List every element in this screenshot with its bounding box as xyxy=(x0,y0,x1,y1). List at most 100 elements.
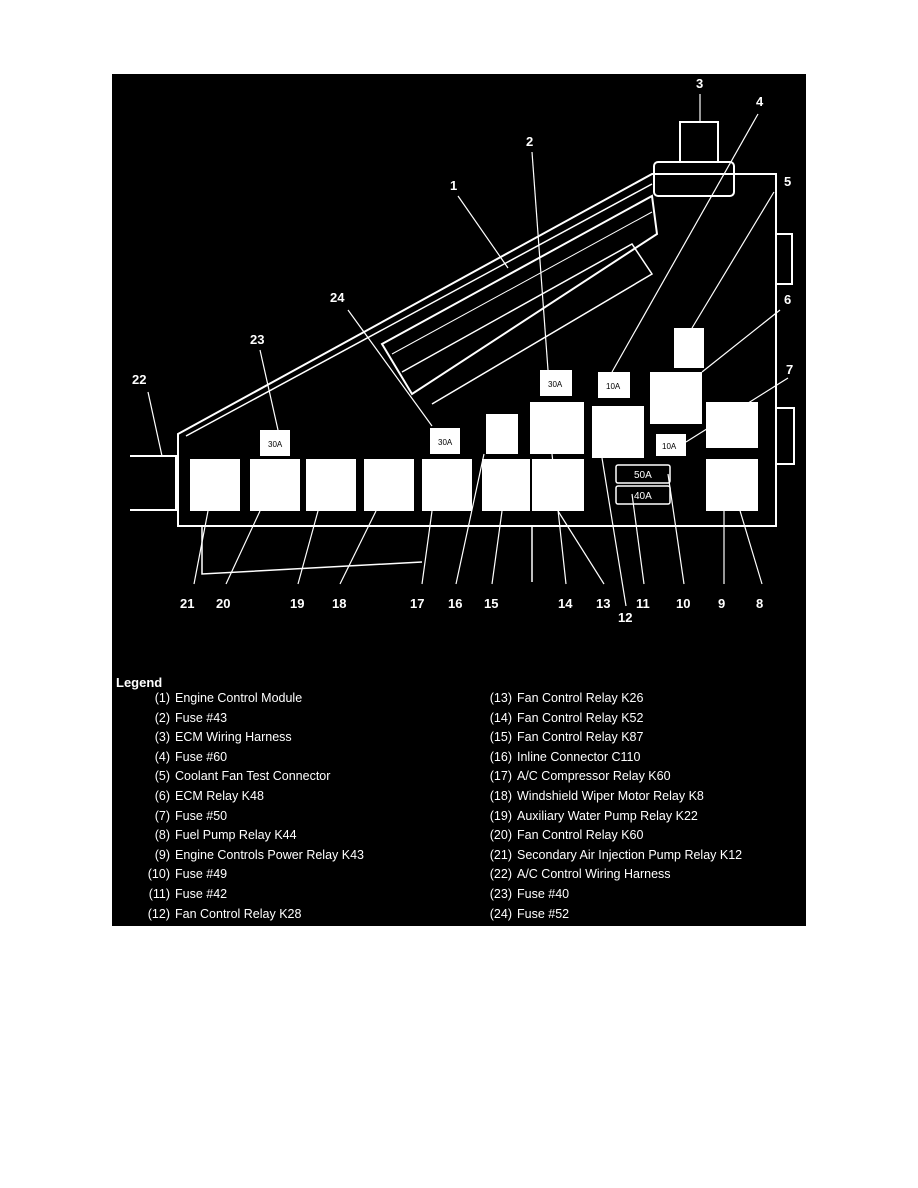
callout-10: 10 xyxy=(676,596,690,611)
legend-item: (17) A/C Compressor Relay K60 xyxy=(486,768,671,784)
legend-item-text: ECM Relay K48 xyxy=(175,789,264,803)
legend-item-text: Secondary Air Injection Pump Relay K12 xyxy=(517,847,743,862)
callout-11: 11 xyxy=(636,596,650,611)
fuse-label-4: 10A xyxy=(606,382,621,391)
callout-2: 2 xyxy=(526,134,533,149)
legend-item: (12)Fan Control Relay K28 xyxy=(112,906,302,922)
legend-item-text: Fan Control Relay K28 xyxy=(175,906,302,921)
relay-19 xyxy=(306,459,356,511)
legend-item-text: Windshield Wiper Motor Relay K8 xyxy=(517,789,704,803)
legend-item: (23) Fuse #40 xyxy=(486,886,569,902)
legend-item-text: A/C Compressor Relay K60 xyxy=(517,769,671,784)
legend-item-text: Fuel Pump Relay K44 xyxy=(175,828,297,843)
legend-item-number: (14) xyxy=(489,710,512,725)
callout-9: 9 xyxy=(718,596,725,611)
legend-item: (18) Windshield Wiper Motor Relay K8 xyxy=(486,788,704,804)
legend-item-number: (8) xyxy=(154,828,170,843)
legend: Legend (1)Engine Control Module(2)Fuse #… xyxy=(112,74,806,926)
callout-22: 22 xyxy=(132,372,146,387)
fuse-label-2: 30A xyxy=(548,380,563,389)
legend-item: (7) Fuse #50 xyxy=(112,808,227,824)
legend-item-text: Fan Control Relay K60 xyxy=(517,828,644,843)
legend-item-text: Engine Controls Power Relay K43 xyxy=(175,847,364,862)
legend-item: (19) Auxiliary Water Pump Relay K22 xyxy=(486,808,698,824)
callout-23: 23 xyxy=(250,332,264,347)
callout-1: 1 xyxy=(450,178,457,193)
legend-item: (22) A/C Control Wiring Harness xyxy=(486,866,671,882)
legend-item: (24)Fuse #52 xyxy=(486,906,569,922)
relay-15 xyxy=(482,459,530,511)
legend-item-number: (9) xyxy=(154,847,170,862)
legend-item-number: (22) xyxy=(489,867,512,882)
callout-4: 4 xyxy=(756,94,764,109)
maxi-fuse-label-10: 50A xyxy=(634,470,652,481)
legend-item: (3)ECM Wiring Harness xyxy=(112,729,292,745)
housing-outline xyxy=(177,173,777,527)
legend-item-text: Fuse #52 xyxy=(517,906,570,921)
legend-item-number: (10) xyxy=(147,867,170,882)
callout-20: 20 xyxy=(216,596,230,611)
relay-21 xyxy=(190,459,240,511)
legend-item: (9) Engine Controls Power Relay K43 xyxy=(112,847,364,863)
callout-5: 5 xyxy=(784,174,791,189)
relay-13 xyxy=(532,459,584,511)
legend-item-text: Fuse #40 xyxy=(517,887,570,901)
legend-item-text: Fuse #50 xyxy=(175,808,228,823)
legend-item-text: Auxiliary Water Pump Relay K22 xyxy=(517,808,698,823)
legend-item-number: (18) xyxy=(489,789,512,803)
legend-item-number: (13) xyxy=(489,691,512,705)
legend-item: (5)Coolant Fan Test Connector xyxy=(112,768,331,784)
maxi-fuse-label-11: 40A xyxy=(634,491,652,502)
legend-item-number: (15) xyxy=(489,730,512,745)
legend-item-number: (16) xyxy=(489,749,512,764)
fuse-block-diagram: 30A 30A 30A 10A 10A 50A 40A xyxy=(112,74,806,926)
legend-item: (20)Fan Control Relay K60 xyxy=(486,827,644,843)
callout-17: 17 xyxy=(410,596,424,611)
callout-numbers: 1 2 3 4 5 6 7 8 9 10 11 12 13 14 15 16 1… xyxy=(132,76,793,625)
relay-18 xyxy=(364,459,414,511)
relay-8 xyxy=(706,402,758,448)
relay-20 xyxy=(250,459,300,511)
callout-8: 8 xyxy=(756,596,763,611)
legend-item-number: (7) xyxy=(154,808,170,823)
fuse-label-24: 30A xyxy=(438,438,453,447)
legend-item-text: Fuse #60 xyxy=(175,749,228,764)
fuse-label-23: 30A xyxy=(268,440,283,449)
legend-item-text: Fan Control Relay K26 xyxy=(517,691,644,705)
callout-6: 6 xyxy=(784,292,791,307)
legend-item-number: (4) xyxy=(154,749,170,764)
legend-item: (16) Inline Connector C110 xyxy=(486,749,641,765)
legend-item-number: (11) xyxy=(148,887,170,901)
engine-control-module xyxy=(380,194,659,396)
legend-item-number: (19) xyxy=(489,808,512,823)
legend-item: (10) Fuse #49 xyxy=(112,866,227,882)
legend-item-number: (1) xyxy=(154,691,170,705)
legend-item: (14)Fan Control Relay K52 xyxy=(486,710,644,726)
fuse-label-7: 10A xyxy=(662,442,677,451)
legend-item-text: A/C Control Wiring Harness xyxy=(517,867,671,882)
legend-item: (15)Fan Control Relay K87 xyxy=(486,729,644,745)
relay-9 xyxy=(706,459,758,511)
leader-lines xyxy=(147,94,789,607)
legend-item: (2)Fuse #43 xyxy=(112,710,227,726)
legend-title: Legend xyxy=(116,675,163,690)
legend-item-number: (17) xyxy=(489,769,512,784)
callout-24: 24 xyxy=(330,290,345,305)
legend-item-number: (6) xyxy=(154,789,170,803)
legend-item: (8) Fuel Pump Relay K44 xyxy=(112,827,297,843)
legend-item-text: Fuse #49 xyxy=(175,867,228,882)
callout-15: 15 xyxy=(484,596,498,611)
legend-item: (6) ECM Relay K48 xyxy=(112,788,264,804)
callout-12: 12 xyxy=(618,610,632,625)
relay-17 xyxy=(422,459,472,511)
relay-row xyxy=(190,328,758,511)
callout-13: 13 xyxy=(596,596,610,611)
legend-item-text: Inline Connector C110 xyxy=(517,749,641,764)
legend-item-number: (23) xyxy=(489,887,512,901)
callout-21: 21 xyxy=(180,596,194,611)
legend-item-text: Fuse #42 xyxy=(175,887,228,901)
legend-item: (4) Fuse #60 xyxy=(112,749,227,765)
relay-6 xyxy=(650,372,702,424)
callout-7: 7 xyxy=(786,362,793,377)
legend-item-number: (2) xyxy=(154,710,170,725)
